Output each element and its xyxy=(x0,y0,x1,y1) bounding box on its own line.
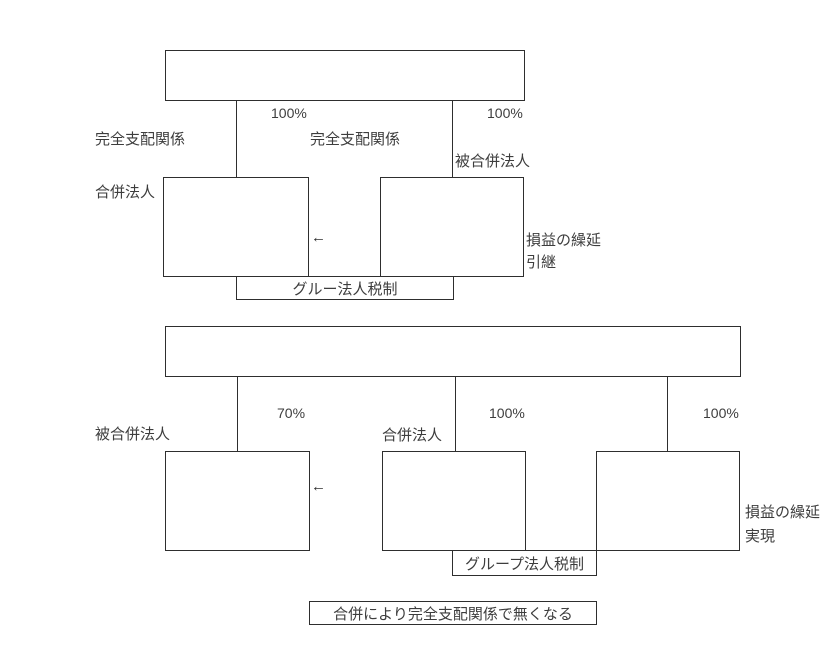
bottom-ownership-center-label: 100% xyxy=(489,405,525,421)
top-note-line1: 損益の繰延 xyxy=(526,232,602,249)
top-relation-label-center: 完全支配関係 xyxy=(310,131,401,148)
bottom-ownership-right-label: 100% xyxy=(703,405,739,421)
footnote-labelbox: 合併により完全支配関係で無くなる xyxy=(309,601,597,625)
bottom-connector-line-right xyxy=(667,376,668,451)
top-merging-company-box xyxy=(163,177,309,277)
bottom-merge-arrow-icon: ← xyxy=(311,478,326,495)
bottom-merging-company-label: 合併法人 xyxy=(382,427,443,444)
bottom-merged-company-box xyxy=(165,451,310,551)
bottom-group-tax-labelbox: グループ法人税制 xyxy=(452,550,597,576)
bottom-merged-company-label: 被合併法人 xyxy=(95,426,171,443)
bottom-subsidiary-box xyxy=(596,451,740,551)
bottom-connector-line-left xyxy=(237,376,238,451)
bottom-ownership-left-label: 70% xyxy=(277,405,306,421)
top-ownership-left-label: 100% xyxy=(271,105,307,121)
top-group-tax-labelbox: グルー法人税制 xyxy=(236,276,454,300)
top-merged-company-box xyxy=(380,177,524,277)
top-ownership-right-label: 100% xyxy=(487,105,523,121)
top-merging-company-label: 合併法人 xyxy=(95,184,156,201)
footnote-label: 合併により完全支配関係で無くなる xyxy=(333,605,573,623)
bottom-note-line1: 損益の繰延 xyxy=(745,504,821,521)
bottom-note-line2: 実現 xyxy=(745,528,776,545)
bottom-connector-line-center xyxy=(455,376,456,451)
top-connector-line-left xyxy=(236,100,237,177)
bottom-parent-company-box xyxy=(165,326,741,377)
top-relation-label-left: 完全支配関係 xyxy=(95,131,186,148)
top-merged-company-label: 被合併法人 xyxy=(455,153,531,170)
top-parent-company-box xyxy=(165,50,525,101)
top-merge-arrow-icon: ← xyxy=(311,229,326,246)
bottom-group-tax-label: グループ法人税制 xyxy=(464,555,585,573)
top-group-tax-label: グルー法人税制 xyxy=(292,280,398,298)
bottom-merging-company-box xyxy=(382,451,526,551)
top-note-line2: 引継 xyxy=(526,254,557,271)
top-connector-line-right xyxy=(452,100,453,177)
